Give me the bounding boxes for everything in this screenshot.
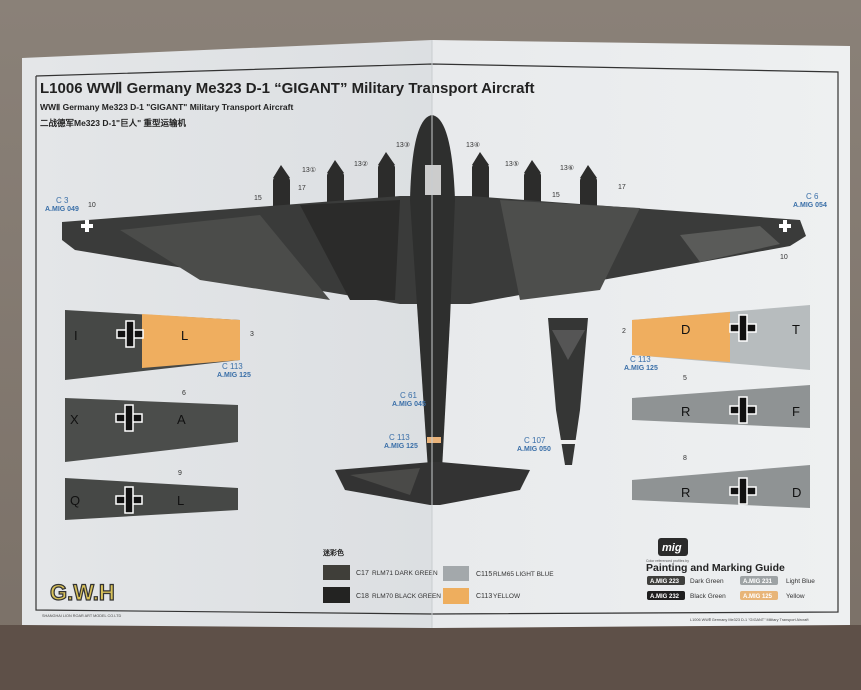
wing-letter: T: [792, 322, 800, 337]
rudder-view: [548, 318, 588, 465]
mig-logo-text: mig: [662, 542, 682, 554]
part-number: 13⑤: [505, 160, 519, 168]
part-number: 10: [88, 202, 96, 209]
legend-code: C113: [476, 593, 492, 600]
mig-badge: A.MIG 232: [650, 594, 680, 600]
mig-badge: A.MIG 223: [650, 579, 680, 585]
wing-letter: X: [70, 412, 79, 427]
gwh-logo: G.W.H: [50, 580, 115, 605]
mig-badge-label: Yellow: [786, 593, 805, 600]
balkenkreuz-icon: [115, 486, 143, 514]
callout-code: C 6: [806, 192, 819, 201]
legend-code: C115: [476, 571, 492, 578]
balkenkreuz-icon: [116, 320, 144, 348]
part-number: 13②: [354, 160, 368, 168]
subtitle-english: WWⅡ Germany Me323 D-1 "GIGANT" Military …: [40, 102, 293, 112]
balkenkreuz-right-wing-icon: [779, 220, 791, 232]
guide-small-text: Color referenced profiles by: [646, 559, 689, 563]
wing-letter: F: [792, 404, 800, 419]
balkenkreuz-icon: [729, 314, 757, 342]
balkenkreuz-icon: [729, 477, 757, 505]
wing-letter: L: [181, 328, 188, 343]
callout-code: C 113: [389, 433, 410, 442]
wing-letter: R: [681, 485, 690, 500]
right-underside-panels: [632, 305, 810, 508]
mig-badge: A.MIG 125: [743, 594, 773, 600]
wing-letter: I: [74, 328, 78, 343]
wing-letter: L: [177, 493, 184, 508]
page-title: L1006 WWⅡ Germany Me323 D-1 “GIGANT” Mil…: [40, 80, 534, 97]
callout-mig: A.MIG 050: [517, 446, 551, 453]
legend-code: C17: [356, 570, 369, 577]
wing-letter: A: [177, 412, 186, 427]
callout-mig: A.MIG 049: [45, 206, 79, 213]
part-number: 3: [250, 331, 254, 338]
yellow-fuselage-band: [427, 437, 441, 443]
color-legend: 迷彩色 C17 RLM71 DARK GREEN C18 RLM70 BLACK…: [322, 548, 554, 604]
part-number: 5: [683, 375, 687, 382]
subtitle-chinese: 二战德军Me323 D-1"巨人" 重型运输机: [40, 118, 186, 128]
part-number: 15: [254, 195, 262, 202]
part-number: 10: [780, 254, 788, 261]
wing-letter: D: [681, 322, 690, 337]
callout-code: C 3: [56, 196, 69, 205]
balkenkreuz-icon: [729, 396, 757, 424]
part-number: 13④: [466, 141, 480, 149]
balkenkreuz-icon: [115, 404, 143, 432]
swatch-black-green: [323, 587, 350, 603]
part-number: 13①: [302, 166, 316, 174]
mig-badge-label: Light Blue: [786, 578, 815, 585]
legend-label: RLM65 LIGHT BLUE: [493, 571, 554, 578]
mig-badge-label: Dark Green: [690, 578, 724, 585]
part-number: 13⑥: [560, 164, 574, 172]
callout-code: C 107: [524, 436, 546, 445]
wing-letter: D: [792, 485, 801, 500]
legend-heading: 迷彩色: [322, 548, 344, 557]
swatch-yellow: [443, 588, 469, 604]
callout-code: C 61: [400, 391, 417, 400]
legend-label: RLM71 DARK GREEN: [372, 570, 438, 577]
part-number: 6: [182, 390, 186, 397]
swatch-light-blue: [443, 566, 469, 581]
callout-mig: A.MIG 054: [793, 202, 827, 209]
part-number: 17: [298, 185, 306, 192]
legend-code: C18: [356, 593, 369, 600]
balkenkreuz-left-wing-icon: [81, 220, 93, 232]
part-number: 17: [618, 184, 626, 191]
callout-mig: A.MIG 045: [392, 401, 426, 408]
company-name: SHANGHAI LION ROAR ART MODEL CO.LTD: [42, 614, 121, 618]
mig-badge-label: Black Green: [690, 593, 726, 600]
part-number: 13③: [396, 141, 410, 149]
wing-letter: R: [681, 404, 690, 419]
callout-mig: A.MIG 125: [217, 372, 251, 379]
legend-label: YELLOW: [493, 593, 521, 600]
guide-title: Painting and Marking Guide: [646, 562, 785, 574]
legend-label: RLM70 BLACK GREEN: [372, 593, 441, 600]
part-number: 8: [683, 455, 687, 462]
part-number: 15: [552, 192, 560, 199]
part-number: 2: [622, 328, 626, 335]
callout-mig: A.MIG 125: [624, 365, 658, 372]
callout-mig: A.MIG 125: [384, 443, 418, 450]
callout-code: C 113: [222, 362, 243, 371]
mig-badge: A.MIG 231: [743, 579, 773, 585]
swatch-dark-green: [323, 565, 350, 580]
part-number: 9: [178, 470, 182, 477]
table-background: [0, 625, 861, 690]
mig-logo: [658, 538, 688, 556]
footer-caption: L1006 WWⅡ Germany Me323 D-1 "GIGANT" Mil…: [690, 618, 809, 622]
callout-code: C 113: [630, 355, 651, 364]
left-underside-panels: [65, 310, 240, 520]
wing-letter: Q: [70, 493, 80, 508]
painting-guide: mig Color referenced profiles by Paintin…: [646, 538, 815, 600]
